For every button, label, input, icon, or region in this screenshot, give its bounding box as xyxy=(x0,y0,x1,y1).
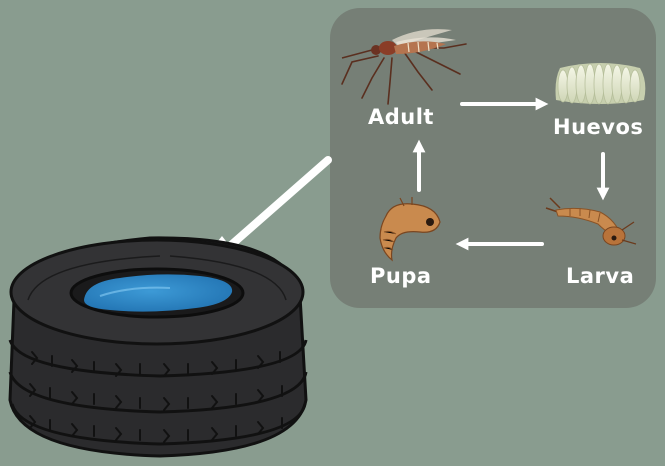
stage-label-eggs: Huevos xyxy=(553,115,643,139)
egg-raft-icon xyxy=(556,63,646,104)
stage-label-pupa: Pupa xyxy=(370,264,432,288)
tire-icon xyxy=(10,238,306,456)
stage-label-adult: Adult xyxy=(368,105,434,129)
stage-label-larva: Larva xyxy=(566,264,634,288)
